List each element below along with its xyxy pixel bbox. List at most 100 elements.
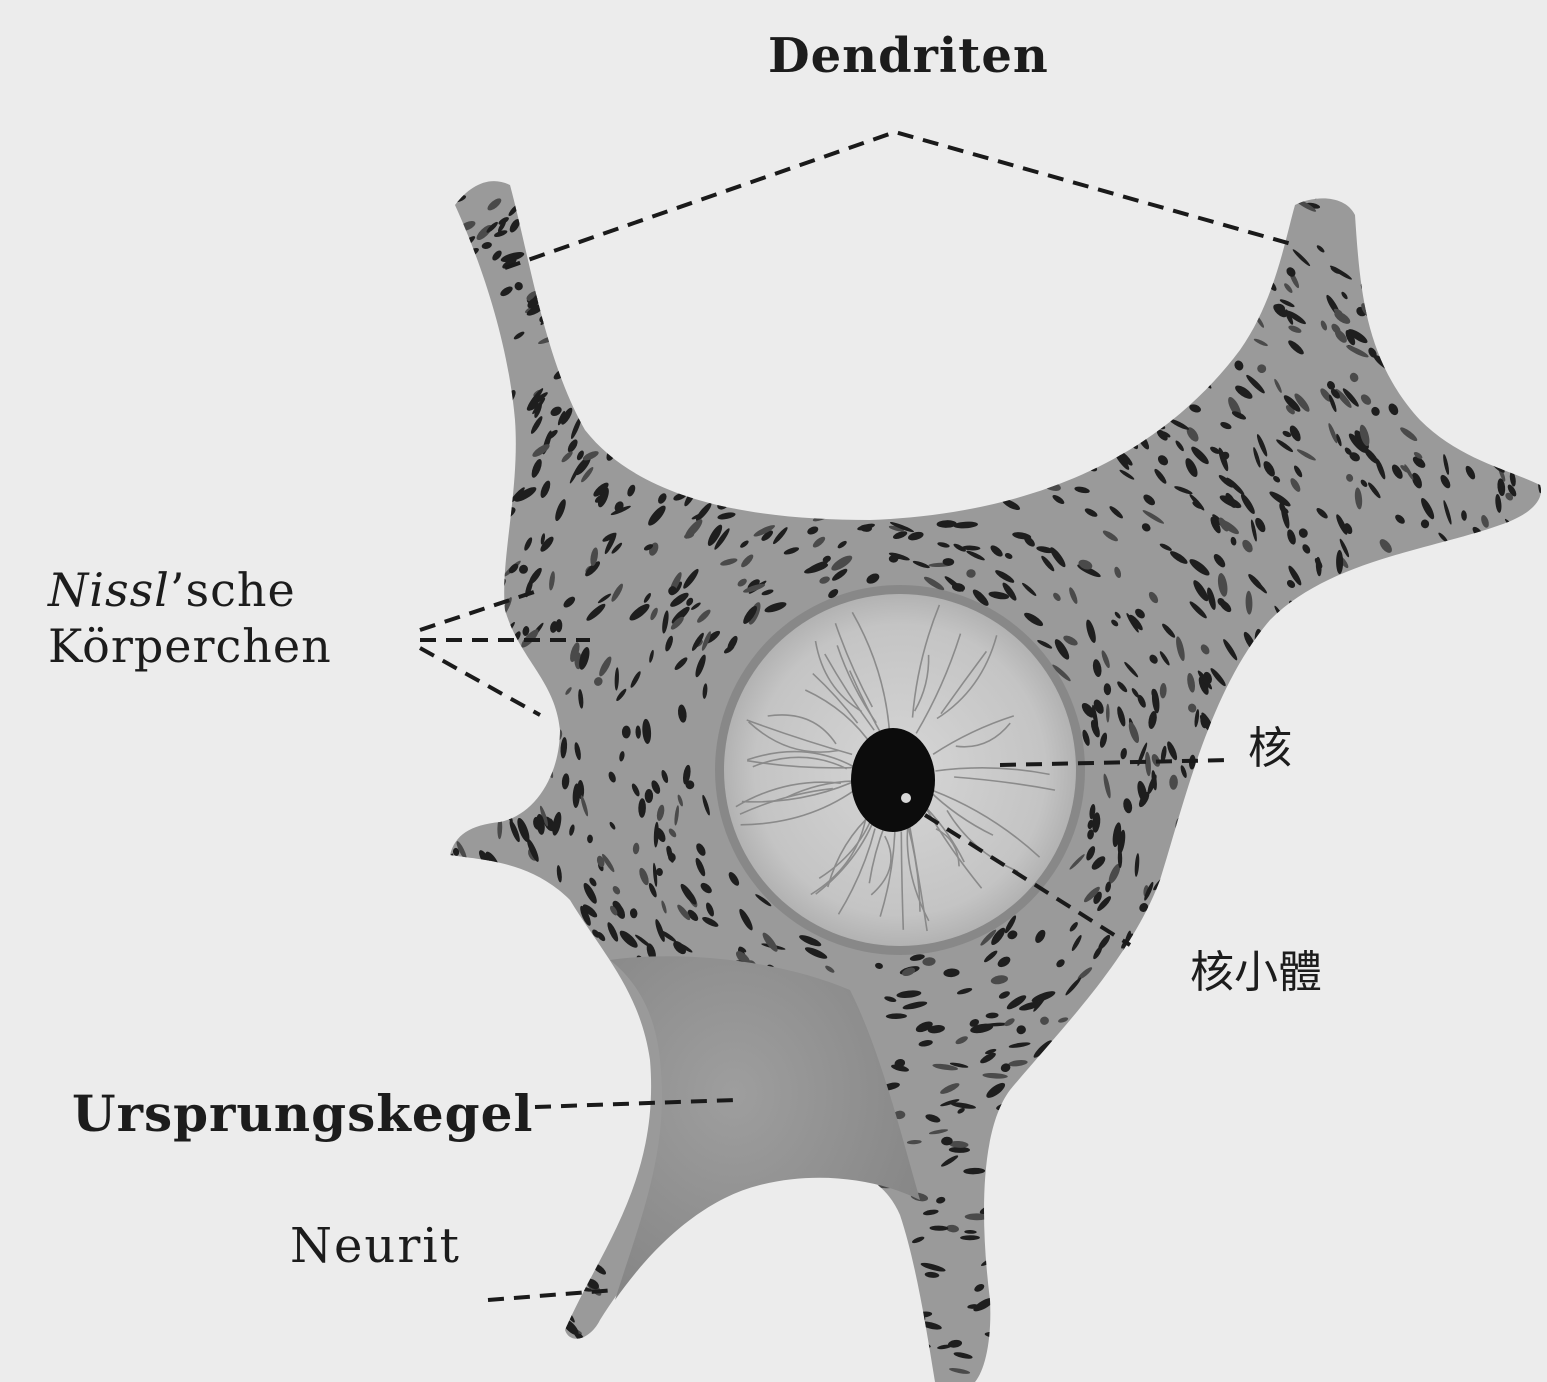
nissl-granule [1494,1220,1503,1228]
nissl-granule [1444,1205,1456,1218]
nissl-granule [531,1006,544,1019]
nissl-granule [1245,846,1257,864]
nissl-granule [1221,1149,1237,1159]
nissl-granule [1537,582,1542,592]
nissl-granule [1494,1119,1506,1131]
nissl-granule [1486,254,1496,270]
nissl-granule [1477,1004,1486,1016]
nissl-granule [448,826,454,837]
nissl-granule [1388,951,1406,975]
nissl-granule [1416,1004,1427,1016]
nissl-granule [1489,1251,1513,1270]
nissl-granule [893,1326,918,1340]
nissl-granule [1398,716,1410,732]
nissl-granule [1206,235,1223,255]
nissl-granule [1462,697,1470,713]
nissl-granule [1321,1112,1338,1133]
nissl-granule [1516,552,1526,572]
nissl-granule [1292,1075,1304,1100]
nissl-granule [1045,1353,1055,1362]
nissl-granule [1465,1278,1481,1290]
nissl-granule [1479,1096,1494,1111]
nissl-granule [1138,365,1156,377]
nissl-granule [1274,1160,1285,1171]
nissl-granule [930,201,945,212]
nissl-granule [562,1249,573,1258]
nissl-granule [1119,1042,1134,1062]
nissl-granule [1386,883,1396,898]
nissl-granule [1438,233,1453,254]
nissl-granule [492,1313,505,1319]
nissl-granule [1020,282,1032,287]
nissl-granule [849,1362,869,1374]
nissl-granule [1510,240,1523,253]
nissl-granule [643,1313,665,1333]
nissl-granule [1142,324,1156,334]
nissl-granule [1066,1031,1080,1041]
nissl-granule [1065,441,1085,454]
nissl-granule [895,483,921,491]
nissl-granule [1137,282,1154,299]
nissl-granule [736,248,751,261]
nissl-granule [619,423,629,436]
nissl-granule [852,283,873,293]
nissl-granule [821,209,839,216]
nissl-granule [901,198,917,205]
nissl-granule [454,324,466,343]
nissl-granule [1460,354,1479,369]
nissl-granule [1275,1327,1288,1338]
nissl-granule [477,320,490,333]
nissl-granule [1211,736,1221,756]
nissl-granule [1159,921,1167,944]
nissl-granule [1023,251,1034,259]
nissl-granule [1406,313,1422,326]
nissl-granule [647,298,666,311]
nissl-granule [1484,689,1496,708]
nissl-granule [494,519,504,529]
nissl-granule [1475,262,1490,276]
nissl-granule [1154,341,1170,357]
nissl-granule [1324,761,1335,780]
nissl-granule [1266,1201,1287,1215]
nissl-granule [1031,1375,1053,1382]
nissl-granule [1093,400,1108,411]
nissl-granule [1224,1281,1237,1294]
nissl-granule [895,395,912,408]
nissl-granule [1526,1288,1542,1307]
nissl-granule [1105,1336,1131,1341]
nissl-granule [1535,946,1547,960]
nissl-granule [447,235,459,250]
nissl-granule [1025,1356,1045,1372]
nissl-granule [1521,1113,1538,1140]
nissl-granule [1402,1126,1415,1148]
nissl-granule [631,365,651,381]
label-nissl-suffix: ’sche [170,563,296,617]
nissl-granule [485,1341,505,1354]
nissl-granule [1102,1172,1127,1188]
nissl-granule [1087,178,1103,186]
nissl-granule [1499,1110,1510,1121]
nissl-granule [671,187,681,196]
nissl-granule [1037,1170,1053,1185]
nissl-granule [439,785,455,808]
nissl-granule [1015,1116,1025,1125]
nissl-granule [496,381,508,393]
nissl-granule [889,200,908,209]
nissl-granule [1482,898,1489,915]
nissl-granule [1330,919,1338,929]
nissl-granule [1430,1151,1444,1166]
nissl-granule [1451,944,1460,969]
nissl-granule [1150,308,1161,317]
nissl-granule [1172,1036,1182,1046]
nissl-granule [1227,1263,1238,1273]
nissl-granule [1522,932,1533,943]
nissl-granule [1188,245,1206,253]
nissl-granule [1316,1227,1327,1239]
nissl-granule [1421,1287,1444,1307]
nissl-granule [1496,1227,1506,1249]
nissl-granule [1287,1177,1303,1198]
nissl-granule [1148,1347,1163,1362]
nissl-granule [1431,895,1438,911]
nissl-granule [1319,1170,1327,1180]
nissl-granule [1098,257,1122,279]
